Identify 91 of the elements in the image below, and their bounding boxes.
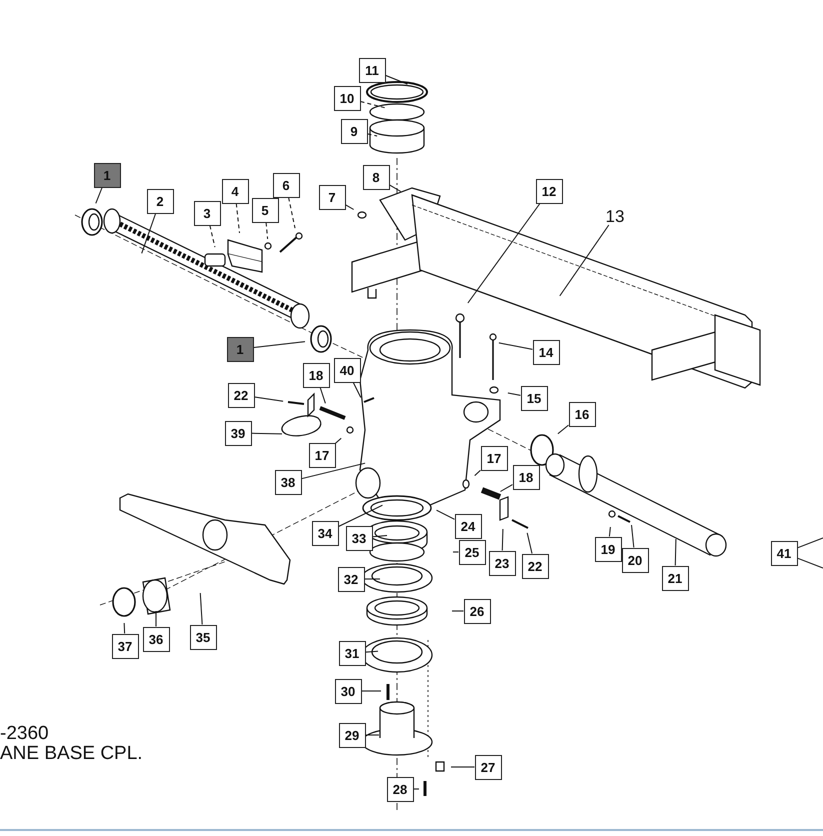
callout-number: 19 [594,536,622,562]
callout-number: 35 [190,624,216,650]
callout-number: 1 [226,336,254,362]
callout-number: 7 [318,184,346,210]
leader-line [365,734,380,736]
leader-line [498,342,533,350]
callout-number: 22 [522,554,548,578]
leader-line [452,610,464,612]
leader-line [301,462,366,480]
leader-line [474,470,481,476]
leader-line [502,528,504,551]
callout-number: 17 [308,442,336,468]
leader-line [124,622,126,634]
leader-line [526,532,532,554]
callout-number: 28 [386,776,414,802]
leader-line [253,341,306,348]
leader-line [436,510,455,520]
leader-line [335,438,342,444]
callout-number: 18 [302,362,330,388]
leader-line [254,396,284,402]
leader-line [557,424,569,434]
leader-line [413,788,420,790]
leader-line [345,204,354,210]
callout-number: 26 [464,598,490,624]
leader-line [608,526,611,537]
leader-line [288,197,296,229]
callout-number: 33 [346,526,372,550]
callout-number: 30 [334,678,362,704]
leader-line [251,432,282,434]
leader-line [338,504,383,527]
leader-line [95,187,103,204]
callout-number: 23 [488,550,516,576]
leader-line [266,222,268,240]
leader-line [365,650,378,653]
callout-number: 18 [512,464,540,490]
callout-number: 9 [340,118,368,144]
drawing-title: ANE BASE CPL. [0,743,143,765]
leader-line [320,387,326,404]
leader-line [200,592,203,625]
leader-line [674,538,676,566]
leader-line [507,392,521,396]
drawing-number: -2360 [0,723,49,745]
leader-line [500,484,513,492]
callout-number: 16 [568,402,596,426]
callout-number: 41 [770,540,798,566]
callout-number: 31 [338,640,366,666]
callout-number: 5 [252,198,278,222]
leader-line [631,524,634,548]
leader-line [385,74,408,85]
leader-line [389,184,402,192]
callout-number: 20 [622,548,648,572]
callout-number: 2 [146,188,174,214]
leader-line [236,203,240,234]
leader-line [352,382,362,398]
callout-number: 12 [536,178,562,204]
leader-line [141,213,156,254]
callout-number: 24 [454,514,482,538]
callout-number: 13 [606,208,624,224]
callout-number: 25 [458,540,486,564]
callout-number: 38 [274,470,302,494]
callout-number: 22 [228,382,254,408]
callout-number: 3 [194,200,220,226]
leader-line [450,766,475,768]
callout-number: 15 [520,386,548,410]
callout-number: 1 [94,162,120,188]
callout-number: 6 [272,172,300,198]
callout-number: 36 [142,626,170,652]
leader-line [559,224,610,296]
callout-number: 21 [662,566,688,590]
leader-line [364,578,380,580]
callout-number: 40 [334,358,360,382]
leader-line [361,690,382,692]
callout-number: 37 [112,634,138,658]
callout-number: 32 [338,566,364,592]
callout-number: 10 [334,86,360,110]
callout-number: 8 [362,164,390,190]
callout-number: 27 [474,754,502,780]
leader-line [360,101,386,108]
callout-number: 14 [532,340,560,364]
callout-number: 34 [312,520,338,546]
leader-line [797,538,823,548]
leader-line [209,225,216,248]
leader-line [372,535,388,538]
leader-line [367,133,378,136]
callout-number: 4 [222,178,248,204]
leader-line [467,203,540,304]
callout-number: 17 [480,446,508,470]
callout-number: 29 [338,722,366,748]
callout-number: 39 [224,420,252,446]
callout-number: 11 [358,58,386,82]
leader-line [797,558,823,568]
